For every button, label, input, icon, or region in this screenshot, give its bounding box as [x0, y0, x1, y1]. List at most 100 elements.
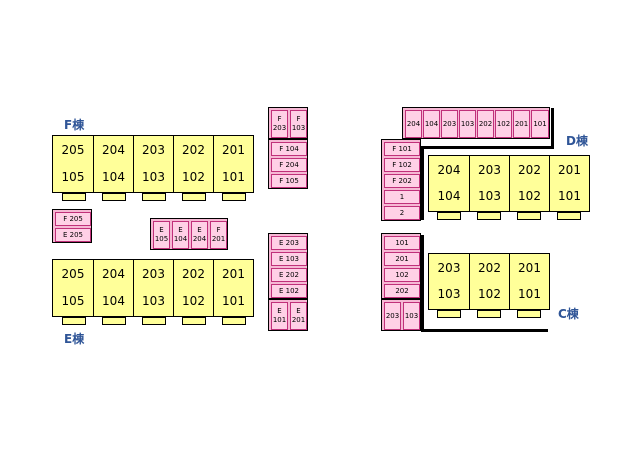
entrance-step: [557, 212, 581, 220]
unit-upper-number: 204: [437, 163, 461, 177]
unit-lower-number: 101: [222, 294, 245, 308]
parking-space: 102: [384, 268, 420, 282]
parking-space: E 205: [55, 228, 91, 242]
parking-space: F 104: [271, 142, 307, 156]
unit-lower-number: 102: [518, 189, 541, 203]
unit-lower-number: 104: [437, 189, 461, 203]
parking-space: 1: [384, 190, 420, 204]
parking-space: 102: [495, 110, 512, 138]
parking-space: 202: [477, 110, 494, 138]
unit-upper-number: 201: [222, 267, 245, 281]
entrance-step: [102, 193, 126, 201]
entrance-step: [222, 193, 246, 201]
parking-space: F 202: [384, 174, 420, 188]
unit: 205 105: [53, 260, 94, 316]
parking-space: F 102: [384, 158, 420, 172]
parking-space: 103: [459, 110, 476, 138]
parking-fe-left: F 205 E 205: [52, 209, 92, 243]
parking-space: F 101: [384, 142, 420, 156]
unit-upper-number: 201: [518, 261, 541, 275]
unit-upper-number: 203: [142, 143, 165, 157]
fence-line: [421, 329, 548, 332]
unit: 201 101: [214, 136, 253, 192]
entrance-step: [437, 212, 461, 220]
parking-c-bottom: 203 103: [381, 299, 421, 331]
unit-upper-number: 203: [142, 267, 165, 281]
entrance-step: [62, 317, 86, 325]
unit-lower-number: 105: [61, 294, 85, 308]
parking-space: 101: [531, 110, 549, 138]
unit: 202 102: [174, 260, 214, 316]
entrance-step: [182, 193, 206, 201]
entrance-step: [477, 212, 501, 220]
unit: 203 103: [470, 156, 510, 211]
parking-space: 103: [403, 302, 420, 330]
unit-lower-number: 103: [142, 294, 165, 308]
entrance-step: [102, 317, 126, 325]
unit: 201 101: [510, 254, 549, 309]
unit-lower-number: 103: [142, 170, 165, 184]
unit-upper-number: 205: [61, 267, 85, 281]
unit-lower-number: 102: [182, 170, 205, 184]
unit: 204 104: [429, 156, 470, 211]
parking-space: 104: [423, 110, 440, 138]
unit-lower-number: 103: [478, 189, 501, 203]
parking-d-column: F 101 F 102 F 202 1 2: [381, 139, 421, 221]
unit: 203 103: [134, 136, 174, 192]
parking-space: F 204: [271, 158, 307, 172]
unit-lower-number: 102: [182, 294, 205, 308]
fence-line: [551, 108, 554, 148]
entrance-step: [477, 310, 501, 318]
parking-f-column: F 104 F 204 F 105: [268, 139, 308, 189]
unit-upper-number: 203: [437, 261, 461, 275]
unit-upper-number: 204: [102, 143, 125, 157]
entrance-step: [62, 193, 86, 201]
parking-space: F 205: [55, 212, 91, 226]
parking-space: E 203: [271, 236, 307, 250]
unit-upper-number: 201: [558, 163, 581, 177]
unit: 204 104: [94, 136, 134, 192]
unit-lower-number: 102: [478, 287, 501, 301]
parking-c-column: 101 201 102 202: [381, 233, 421, 299]
parking-space: 202: [384, 284, 420, 298]
unit-upper-number: 201: [222, 143, 245, 157]
label-building-d: D棟: [566, 134, 588, 148]
fence-line: [421, 235, 424, 331]
unit-upper-number: 205: [61, 143, 85, 157]
unit: 202 102: [510, 156, 550, 211]
unit: 205 105: [53, 136, 94, 192]
entrance-step: [142, 317, 166, 325]
parking-space: E 202: [271, 268, 307, 282]
parking-space: E 103: [271, 252, 307, 266]
unit: 201 101: [214, 260, 253, 316]
unit-lower-number: 101: [518, 287, 541, 301]
parking-space: F 105: [271, 174, 307, 188]
unit-lower-number: 104: [102, 294, 125, 308]
unit-lower-number: 101: [222, 170, 245, 184]
entrance-step: [517, 310, 541, 318]
fence-line: [421, 146, 424, 220]
entrance-step: [142, 193, 166, 201]
unit-upper-number: 203: [478, 163, 501, 177]
unit-upper-number: 202: [182, 267, 205, 281]
parking-d-row: 204 104 203 103 202 102 201 101: [402, 107, 550, 139]
unit-lower-number: 104: [102, 170, 125, 184]
label-building-e: E棟: [64, 332, 85, 346]
unit-upper-number: 202: [518, 163, 541, 177]
unit-lower-number: 105: [61, 170, 85, 184]
